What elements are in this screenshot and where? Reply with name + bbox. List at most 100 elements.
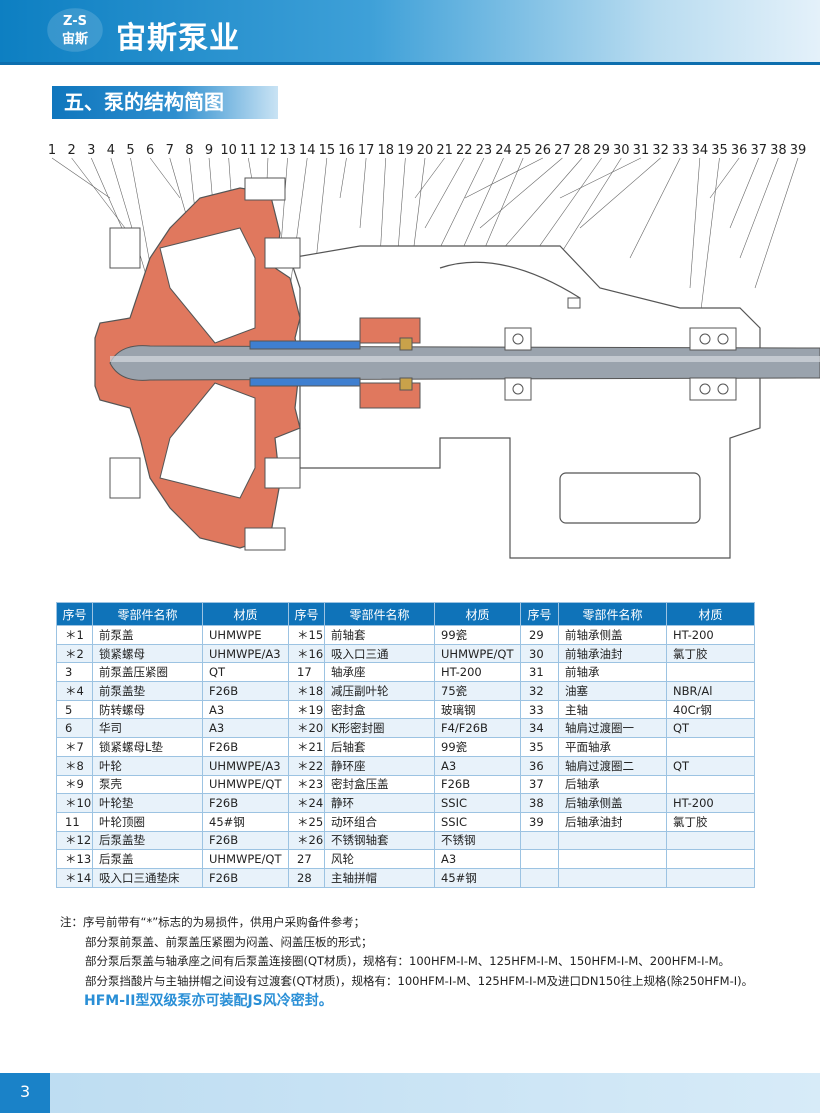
part-name-cell: K形密封圈 [324,718,435,739]
part-name-cell: 吸入口三通 [324,643,435,664]
part-name-cell: 静环座 [324,755,435,776]
part-number-label: 14 [299,143,316,158]
part-material-cell: UHMWPE [202,625,289,645]
part-number-label: 13 [279,143,296,158]
part-number-cell: 35 [520,737,559,757]
col-header: 材质 [202,602,289,626]
leader-line [434,157,485,259]
part-number-label: 23 [476,143,493,158]
part-number-cell: 39 [520,811,559,832]
part-material-cell: SSIC [434,793,521,813]
part-number-label: 33 [672,143,689,158]
part-name-cell: 轴肩过渡圈二 [558,755,667,776]
part-name-cell: 吸入口三通垫床 [92,867,203,888]
part-material-cell: F26B [202,830,289,851]
part-number-label: 39 [790,143,807,158]
part-name-cell: 前轴承油封 [558,643,667,664]
part-material-cell: UHMWPE/A3 [202,643,289,664]
leader-line [149,157,181,199]
part-name-cell: 叶轮 [92,755,203,776]
part-number-label: 3 [87,143,95,158]
part-material-cell: 45#钢 [202,811,289,832]
cover-bosses [109,177,301,551]
part-number-label: 21 [436,143,453,158]
part-material-cell: F26B [202,737,289,757]
part-number-cell: ＊18 [288,681,325,701]
part-name-cell: 后轴承油封 [558,811,667,832]
part-name-cell: 前泵盖 [92,625,203,645]
part-number-label: 26 [535,143,552,158]
part-material-cell: UHMWPE/A3 [202,755,289,776]
part-number-label: 30 [613,143,630,158]
part-name-cell: 锁紧螺母L垫 [92,737,203,757]
oil-plug-icon [567,297,581,309]
part-material-cell: QT [666,755,755,776]
part-name-cell: 叶轮顶圈 [92,811,203,832]
part-number-label: 7 [166,143,174,158]
part-number-label: 24 [495,143,512,158]
part-material-cell: F26B [202,867,289,888]
note-line: 注：序号前带有“*”标志的为易损件，供用户采购备件参考； [60,915,366,929]
part-number-label: 34 [692,143,709,158]
part-material-cell: 玻璃钢 [434,699,521,720]
part-number-label: 29 [593,143,610,158]
leader-line [339,157,347,199]
leader-line [754,157,799,289]
note-line: 部分泵挡酸片与主轴拼帽之间设有过渡套(QT材质)，规格有：100HFM-I-M、… [85,973,754,988]
part-number-label: 28 [574,143,591,158]
part-material-cell: SSIC [434,811,521,832]
bearings [504,327,737,401]
part-material-cell [666,662,755,683]
part-number-label: 22 [456,143,473,158]
part-name-cell: 后泵盖垫 [92,830,203,851]
part-material-cell: 99瓷 [434,625,521,645]
part-material-cell: 不锈钢 [434,830,521,851]
part-number-cell: ＊21 [288,737,325,757]
part-number-cell: ＊24 [288,793,325,813]
part-material-cell: 99瓷 [434,737,521,757]
page-number-box [0,1073,50,1113]
part-name-cell: 风轮 [324,849,435,869]
leader-line [739,157,779,259]
part-name-cell: 密封盒压盖 [324,774,435,795]
part-number-cell: 36 [520,755,559,776]
part-number-label: 32 [652,143,669,158]
part-number-cell: 37 [520,774,559,795]
part-number-cell: 5 [56,699,93,720]
part-name-cell: 后轴承 [558,774,667,795]
part-number-cell: ＊10 [56,793,93,813]
part-number-label: 4 [107,143,115,158]
part-name-cell: 前泵盖垫 [92,681,203,701]
part-number-cell [520,849,559,869]
part-number-label: 20 [417,143,434,158]
table-header-row: 序号 零部件名称 材质 序号 零部件名称 材质 序号 零部件名称 材质 [56,602,755,626]
part-name-cell [558,830,667,851]
col-header: 零部件名称 [92,602,203,626]
part-number-label: 1 [48,143,56,158]
impeller [159,227,256,499]
part-name-cell: 前轴承 [558,662,667,683]
leader-line [494,157,583,259]
part-material-cell: A3 [202,699,289,720]
part-number-cell: 32 [520,681,559,701]
part-material-cell: A3 [434,849,521,869]
part-number-label: 31 [633,143,650,158]
part-number-label: 11 [240,143,257,158]
part-number-cell: 17 [288,662,325,683]
leader-line [709,157,740,199]
part-material-cell [666,849,755,869]
part-name-cell: 前轴套 [324,625,435,645]
leader-line [110,157,151,289]
part-name-cell: 后轴套 [324,737,435,757]
part-name-cell: 减压副叶轮 [324,681,435,701]
part-number-label: 5 [126,143,134,158]
part-name-cell [558,849,667,869]
